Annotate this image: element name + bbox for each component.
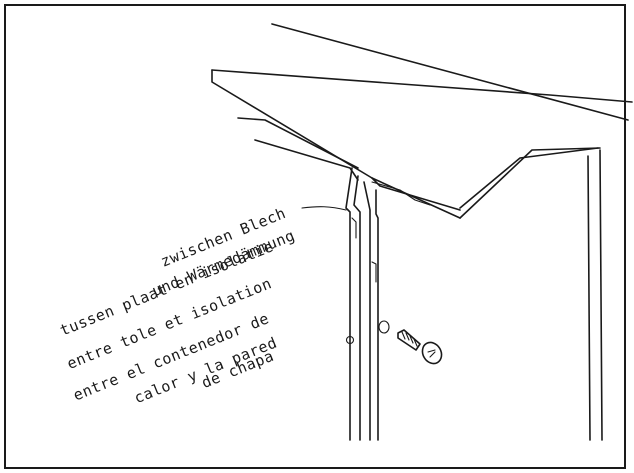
screw-icon <box>397 329 443 365</box>
sheet-metal-edge <box>345 167 379 441</box>
screw-hole <box>378 320 390 334</box>
diagram-frame <box>4 4 626 469</box>
worktop <box>211 23 633 219</box>
cabinet-wall <box>587 149 603 441</box>
appliance-side-panel <box>237 117 431 206</box>
leader-line <box>301 206 347 211</box>
